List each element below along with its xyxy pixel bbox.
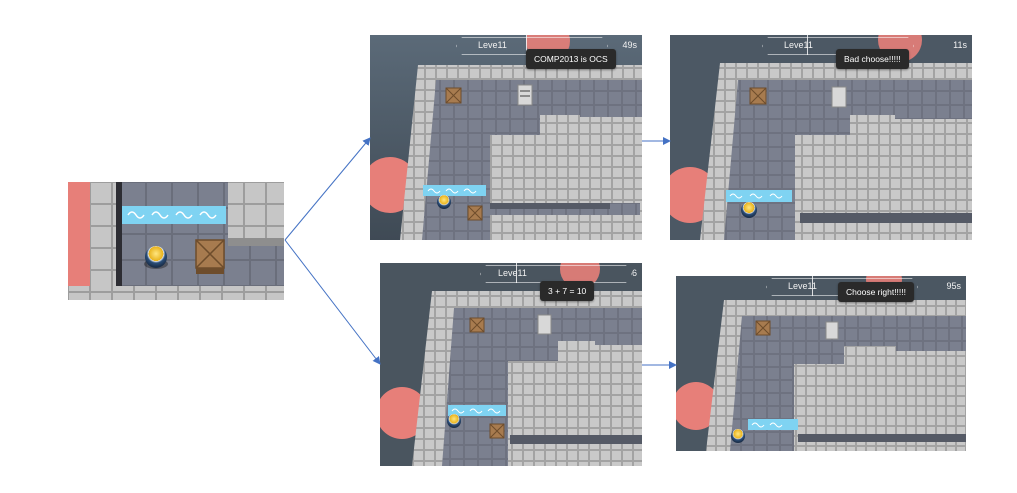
exit-door (831, 86, 847, 108)
water-strip (748, 419, 798, 430)
scene-bad-choice-panel: Leve11 11s Bad choose!!!!! (670, 35, 972, 240)
red-sun (676, 382, 720, 430)
scene-question-true-panel: Leve11 6 3 + 7 = 10 (380, 263, 642, 466)
timer-label: 95s (946, 281, 961, 291)
exit-door (825, 321, 839, 340)
water-strip (423, 185, 486, 196)
player-ball (145, 246, 167, 268)
question-toast: 3 + 7 = 10 (540, 281, 595, 301)
level-scene-view (676, 276, 966, 451)
level-label: Leve11 (478, 40, 507, 50)
wall-block-right (228, 182, 284, 244)
level-scene-view (370, 35, 642, 240)
water-strip (726, 190, 792, 202)
player-ball (447, 414, 461, 428)
arrow-to-question-true (284, 239, 381, 365)
hud-divider (807, 35, 808, 55)
water-strip (448, 405, 506, 416)
scene-good-choice-panel: Leve11 95s Choose right!!!!! (676, 276, 966, 451)
player-ball (741, 202, 757, 218)
hud-divider (526, 35, 527, 55)
level-label: Leve11 (784, 40, 813, 50)
timer-label: 11s (953, 40, 967, 50)
zoomed-scene-panel (68, 182, 284, 300)
level-scene-view (670, 35, 972, 240)
result-toast: Bad choose!!!!! (836, 49, 909, 69)
hud-divider (516, 263, 517, 283)
result-toast: Choose right!!!!! (838, 282, 915, 302)
wall-column-left (90, 182, 116, 300)
zoomed-scene-view (68, 182, 284, 300)
player-ball (437, 195, 451, 209)
level-label: Leve11 (498, 268, 527, 278)
hud-divider (812, 276, 813, 296)
question-toast: COMP2013 is OCS (526, 49, 616, 69)
timer-label: 49s (622, 40, 637, 50)
red-sun-glow (68, 182, 90, 300)
player-ball (731, 429, 745, 443)
scene-question-false-panel: Leve11 49s COMP2013 is OCS (370, 35, 642, 240)
level-label: Leve11 (788, 281, 817, 291)
arrow-to-question-false (284, 137, 371, 241)
timer-label: 6 (631, 268, 637, 278)
red-sun (380, 387, 428, 439)
level-scene-view (380, 263, 642, 466)
wall-row-bottom (68, 286, 284, 300)
exit-door (537, 314, 552, 335)
water-strip (122, 206, 226, 224)
